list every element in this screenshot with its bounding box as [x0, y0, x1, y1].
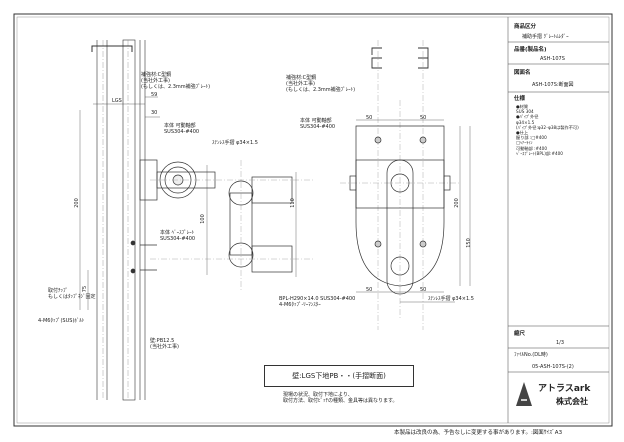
- file-label: ﾌｧｲﾙNo.(DL時): [514, 352, 548, 358]
- caption-note: 現場の状況、取付下地により、 取付方法、取付ﾋﾟｯﾁの種類、金具等は異なります。: [283, 392, 398, 404]
- spec-line-4: φ34×1.5: [516, 119, 535, 125]
- dim-75-left: 75: [82, 285, 89, 293]
- right-pipe-label: ｽﾃﾝﾚｽ手摺 φ34×1.5: [428, 296, 474, 302]
- spec-line-2: SUS 304: [516, 109, 534, 115]
- base-plate-label-line-2: SUS304-#400: [160, 236, 196, 242]
- title-block-grid: [507, 17, 609, 423]
- mount-label-line-2: もしくはﾀｯﾌﾟﾈｼﾞ固定: [48, 294, 96, 300]
- product-category-value: 補助手摺 ｸﾞﾚｰﾄﾑﾚﾀﾞｰ: [522, 34, 569, 40]
- left-wall-section: [91, 39, 146, 401]
- spec-lines: ●材質 SUS 304 ●ﾊﾟｲﾌﾟ外径 φ34×1.5 (ﾊﾟｲﾌﾟ外径:φ3…: [510, 104, 610, 156]
- left-body-label-line-2: SUS304-#400: [164, 129, 200, 135]
- bpl-label: BPL-H290×14.0 SUS304-#400 4-M6ﾀｯﾌﾟ-ﾘｰﾏﾝｽ…: [279, 296, 355, 308]
- right-wall-note-line-1: 補強材:C型鋼: [286, 75, 317, 81]
- caption-title: 壁:LGS下地PB・・(手摺断面): [292, 372, 386, 380]
- right-wall-cchannels: [371, 47, 429, 69]
- dim-lgs: LGS: [112, 98, 122, 104]
- spec-line-9: 可動軸部 :#400: [516, 145, 547, 151]
- dim-50-top-right: 50: [420, 115, 427, 121]
- dim-200-right: 200: [453, 198, 460, 208]
- spec-label: 仕様: [514, 96, 526, 102]
- board-label-line-2: (当社外工事): [150, 344, 179, 350]
- mount-label-line-1: 取付ﾁｯﾌﾟ: [48, 288, 69, 294]
- left-body-label: 本体 可動軸部 SUS304-#400: [164, 123, 199, 135]
- left-dimension-lines: [79, 96, 297, 310]
- right-dimension-lines: [356, 119, 471, 303]
- left-wall-note-line-1: 補強材:C型鋼: [141, 72, 172, 78]
- left-wall-note-line-2: (当社外工事): [141, 78, 170, 84]
- base-plate-label-line-1: 本体 ﾍﾞｰｽﾌﾟﾚｰﾄ: [160, 230, 195, 236]
- caption-note-line-2: 取付方法、取付ﾋﾟｯﾁの種類、金具等は異なります。: [283, 398, 398, 404]
- base-plate-label: 本体 ﾍﾞｰｽﾌﾟﾚｰﾄ SUS304-#400: [160, 230, 195, 242]
- spec-line-8: □ﾍｱｰﾗｲﾝ: [516, 140, 533, 146]
- footer-notice: 本製品は改良の為、予告なしに変更する事があります。:図面ｻｲｽﾞA3: [394, 430, 563, 436]
- dim-30: 30: [151, 110, 158, 116]
- left-wall-note-line-3: (もしくは、2.3mm補強ﾌﾟﾚｰﾄ): [141, 84, 211, 90]
- company-name: 株式会社: [556, 397, 588, 406]
- dim-50-bottom-right: 50: [420, 287, 427, 293]
- inner-frame: [16, 16, 610, 424]
- right-centerlines: [340, 40, 460, 330]
- right-wall-note: 補強材:C型鋼 (当社外工事) (もしくは、2.3mm補強ﾌﾟﾚｰﾄ): [286, 75, 355, 93]
- right-wall-note-line-3: (もしくは、2.3mm補強ﾌﾟﾚｰﾄ): [286, 87, 356, 93]
- screw-label: 4-M6ﾀｯﾌﾟ(SUS)ﾎﾞﾙﾄ: [38, 318, 85, 324]
- spec-line-6: ●仕上: [516, 130, 529, 136]
- right-body-label: 本体 可動軸部 SUS304-#400: [300, 118, 335, 130]
- right-body-label-line-1: 本体 可動軸部: [300, 118, 332, 124]
- mount-label: 取付ﾁｯﾌﾟ もしくはﾀｯﾌﾟﾈｼﾞ固定: [48, 288, 96, 300]
- outer-frame: [13, 13, 613, 427]
- spec-line-10: ﾍﾞｰｽﾌﾟﾚｰﾄ(BPL)部:#400: [516, 150, 563, 156]
- right-base-plate: [349, 125, 451, 295]
- dim-100-mid: 100: [199, 214, 206, 224]
- left-body-label-line-1: 本体 可動軸部: [164, 123, 196, 129]
- spec-line-7: 握り部 :□#400: [516, 135, 547, 141]
- model-value: ASH-107S: [540, 56, 565, 62]
- company-logo-mark: [516, 382, 532, 406]
- bpl-label-line-2: 4-M6ﾀｯﾌﾟ-ﾘｰﾏﾝｽﾀｰ: [279, 302, 321, 308]
- dim-200-left: 200: [73, 198, 80, 208]
- company-logo: アトラスark: [538, 384, 591, 394]
- model-label: 品番(製品名): [514, 47, 547, 53]
- spec-line-1: ●材質: [516, 104, 529, 109]
- right-body-label-line-2: SUS304-#400: [300, 124, 336, 130]
- dim-110: 110: [289, 198, 296, 208]
- caption-box: 壁:LGS下地PB・・(手摺断面): [264, 365, 414, 387]
- board-label-line-1: 壁:PB12.5: [150, 338, 175, 344]
- left-pipe-label: ｽﾃﾝﾚｽ手摺 φ34×1.5: [212, 140, 258, 146]
- dim-150: 150: [465, 238, 472, 248]
- product-category-label: 商品区分: [514, 24, 537, 30]
- drawing-name-label: 図面名: [514, 70, 531, 76]
- left-handrail-mechanism: [130, 159, 293, 274]
- drawing-name-value: ASH-107S:断面図: [532, 82, 574, 88]
- right-wall-note-line-2: (当社外工事): [286, 81, 315, 87]
- spec-line-3: ●ﾊﾟｲﾌﾟ外径: [516, 114, 539, 120]
- left-wall-note: 補強材:C型鋼 (当社外工事) (もしくは、2.3mm補強ﾌﾟﾚｰﾄ): [141, 72, 210, 90]
- scale-label: 縮尺: [514, 331, 526, 337]
- dim-50-bottom-left: 50: [366, 287, 373, 293]
- scale-value: 1/3: [555, 340, 565, 346]
- left-centerlines: [150, 160, 315, 290]
- spec-line-5: (ﾊﾟｲﾌﾟ外径:φ32･φ38は製作不可): [516, 124, 579, 130]
- caption-note-line-1: 現場の状況、取付下地により、: [283, 392, 353, 398]
- dim-50-top-left: 50: [366, 115, 373, 121]
- file-value: 05-ASH-107S-(2): [532, 364, 574, 370]
- dim-59: 59: [151, 92, 158, 98]
- bpl-label-line-1: BPL-H290×14.0 SUS304-#400: [279, 296, 356, 302]
- board-label: 壁:PB12.5 (当社外工事): [150, 338, 179, 350]
